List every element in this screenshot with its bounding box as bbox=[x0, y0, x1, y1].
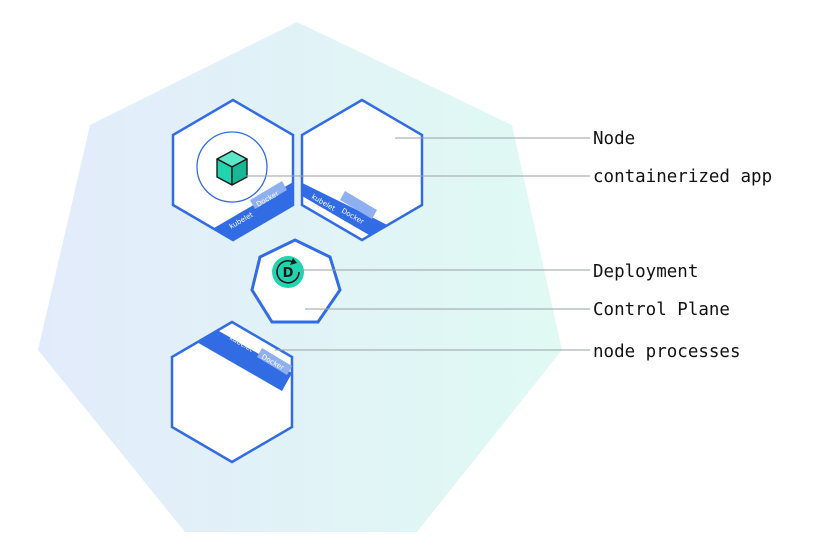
control-plane: D bbox=[250, 238, 342, 324]
leader-lines bbox=[246, 137, 590, 351]
node-bottom: kubelet Docker bbox=[170, 320, 294, 464]
label-node: Node bbox=[593, 129, 635, 149]
label-control-plane: Control Plane bbox=[593, 300, 730, 320]
label-node-processes: node processes bbox=[593, 342, 741, 362]
label-containerized-app: containerized app bbox=[593, 167, 772, 187]
deployment-icon: D bbox=[272, 256, 304, 288]
label-deployment: Deployment bbox=[593, 262, 698, 282]
deployment-icon-letter: D bbox=[283, 266, 294, 281]
node-process-band bbox=[195, 323, 292, 391]
docker-tag bbox=[257, 348, 292, 375]
docker-tag bbox=[250, 181, 287, 209]
cube-icon bbox=[216, 150, 248, 186]
docker-tag bbox=[340, 191, 377, 219]
